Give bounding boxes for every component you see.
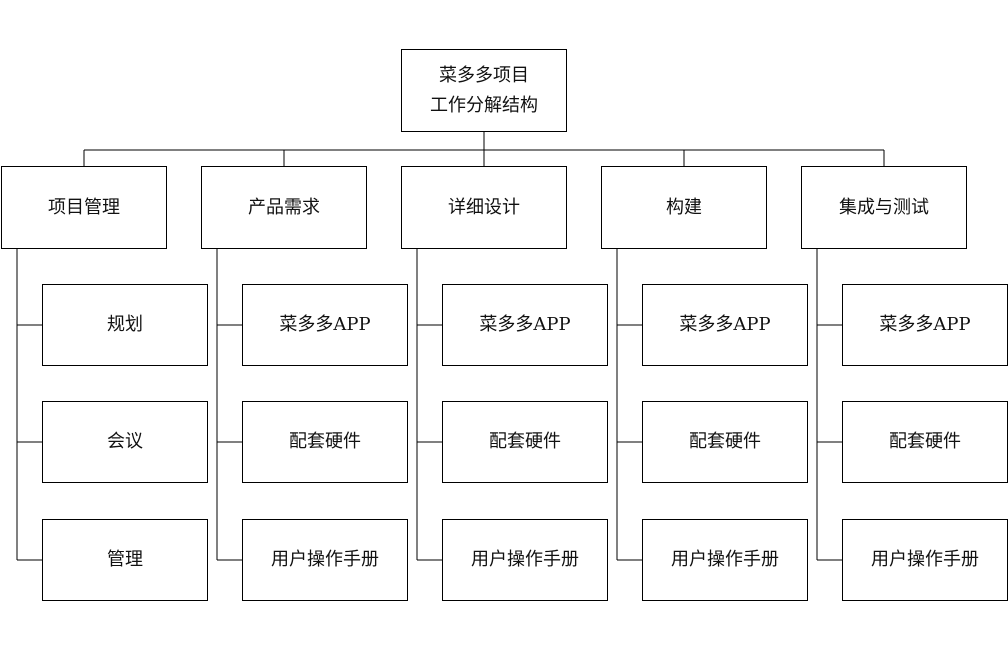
leaf-node: 菜多多APP: [442, 284, 608, 366]
leaf-node: 用户操作手册: [242, 519, 408, 601]
category-node-detailed-design: 详细设计: [401, 166, 567, 249]
category-node-build: 构建: [601, 166, 767, 249]
leaf-node: 配套硬件: [642, 401, 808, 483]
category-node-integration-testing: 集成与测试: [801, 166, 967, 249]
category-node-product-requirements: 产品需求: [201, 166, 367, 249]
leaf-node: 菜多多APP: [242, 284, 408, 366]
root-title-line1: 菜多多项目: [439, 64, 529, 86]
leaf-node: 菜多多APP: [842, 284, 1008, 366]
leaf-node: 用户操作手册: [842, 519, 1008, 601]
leaf-node: 配套硬件: [842, 401, 1008, 483]
category-node-project-management: 项目管理: [1, 166, 167, 249]
root-title-line2: 工作分解结构: [430, 94, 538, 116]
leaf-node: 用户操作手册: [442, 519, 608, 601]
leaf-node: 管理: [42, 519, 208, 601]
leaf-node: 配套硬件: [442, 401, 608, 483]
leaf-node: 用户操作手册: [642, 519, 808, 601]
root-node: 菜多多项目 工作分解结构: [401, 49, 567, 132]
leaf-node: 菜多多APP: [642, 284, 808, 366]
leaf-node: 会议: [42, 401, 208, 483]
leaf-node: 规划: [42, 284, 208, 366]
leaf-node: 配套硬件: [242, 401, 408, 483]
